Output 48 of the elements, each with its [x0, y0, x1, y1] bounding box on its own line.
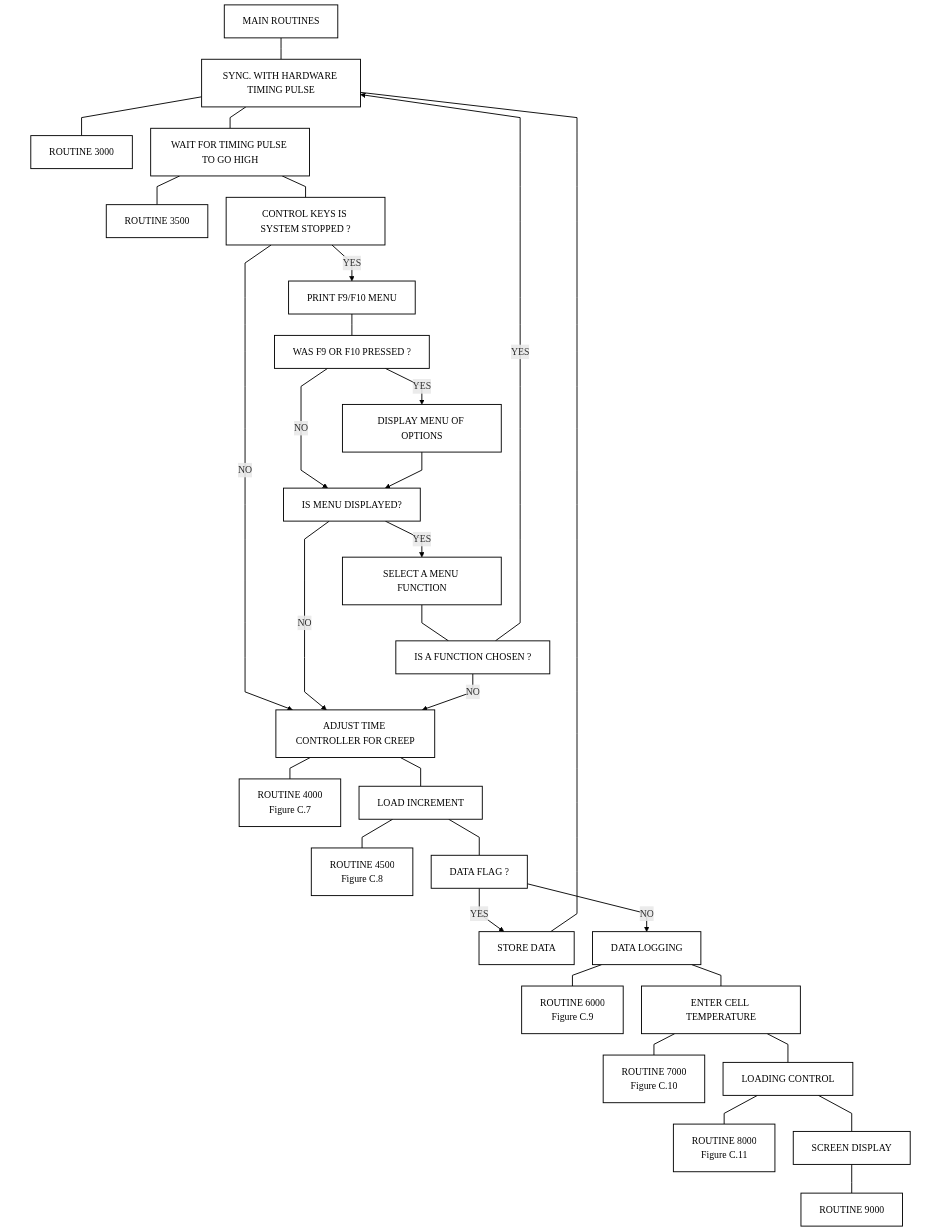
edge-label: YES: [412, 533, 432, 545]
connector: [653, 1033, 676, 1056]
node-box: ROUTINE 3000: [30, 135, 133, 170]
node-box: LOAD INCREMENT: [358, 785, 483, 820]
node-box: ROUTINE 9000: [800, 1192, 903, 1227]
node-box: CONTROL KEYS IS SYSTEM STOPPED ?: [225, 196, 386, 246]
node-box: WAIT FOR TIMING PULSE TO GO HIGH: [150, 127, 310, 177]
connector: [289, 757, 311, 780]
node-box: ADJUST TIME CONTROLLER FOR CREEP: [275, 709, 436, 758]
connector: [421, 604, 449, 642]
edge-label: NO: [293, 422, 309, 434]
node-box: ROUTINE 6000 Figure C.9: [521, 985, 624, 1035]
node-box: ENTER CELL TEMPERATURE: [641, 985, 801, 1035]
node-box: SELECT A MENU FUNCTION: [341, 556, 502, 606]
node-box: PRINT F9/F10 MENU: [288, 280, 416, 315]
node-box: WAS F9 OR F10 PRESSED ?: [274, 334, 430, 369]
edge-label: YES: [510, 346, 530, 357]
node-box: ROUTINE 8000 Figure C.11: [672, 1123, 776, 1173]
edge-label: NO: [639, 908, 654, 919]
node-box: ROUTINE 3500: [105, 204, 209, 239]
node-box: DATA LOGGING: [592, 931, 702, 966]
connector: [280, 37, 282, 60]
node-box: IS MENU DISPLAYED?: [283, 487, 421, 522]
node-box: DISPLAY MENU OF OPTIONS: [341, 403, 502, 453]
edge-label: NO: [237, 464, 253, 475]
edge-label: YES: [470, 908, 489, 919]
node-box: SCREEN DISPLAY: [792, 1130, 911, 1165]
node-box: ROUTINE 4500 Figure C.8: [310, 847, 414, 897]
connector: [81, 96, 203, 137]
connector: [723, 1094, 758, 1125]
node-box: DATA FLAG ?: [430, 854, 528, 889]
node-box: IS A FUNCTION CHOSEN ?: [395, 640, 551, 675]
connector: [448, 818, 480, 856]
edge-label: NO: [297, 617, 312, 628]
connector: [351, 313, 353, 336]
node-box: ROUTINE 7000 Figure C.10: [602, 1054, 706, 1104]
node-box: MAIN ROUTINES: [223, 4, 339, 39]
connector: [229, 106, 247, 129]
edge-label: YES: [342, 257, 362, 268]
connector: [851, 1163, 853, 1194]
node-box: STORE DATA: [478, 931, 575, 966]
node-box: LOADING CONTROL: [722, 1061, 854, 1096]
connector: [691, 964, 722, 987]
connector: [281, 175, 307, 198]
edge-label: YES: [412, 380, 432, 392]
node-box: ROUTINE 4000 Figure C.7: [238, 778, 342, 828]
node-box: SYNC. WITH HARDWARE TIMING PULSE: [201, 58, 361, 108]
edge-label: NO: [465, 686, 480, 697]
